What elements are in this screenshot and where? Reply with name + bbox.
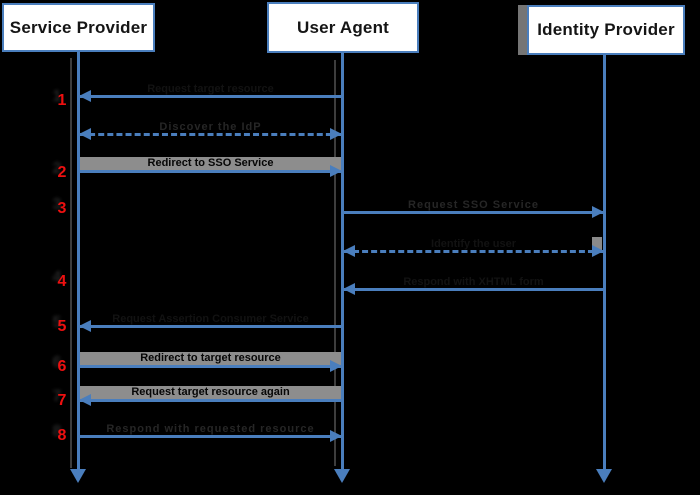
message-arrow-request-target-resource-again: Request target resource again	[79, 386, 341, 406]
message-arrow-redirect-to-target-resource: Redirect to target resource	[80, 352, 342, 372]
arrowhead-right-icon	[330, 128, 342, 140]
message-arrow-request-target-resource: Request target resource	[79, 83, 341, 102]
message-label: Request Assertion Consumer Service	[112, 313, 309, 325]
message-label: Redirect to target resource	[80, 352, 341, 365]
lifeline-end-arrow-icon	[334, 469, 350, 483]
message-arrow-request-sso-service: Request SSO Service	[344, 199, 604, 218]
arrowhead-right-icon	[592, 245, 604, 257]
actor-label-service-provider: Service Provider	[9, 17, 148, 37]
arrowhead-right-icon	[592, 206, 604, 218]
step-number-3: 3	[57, 200, 67, 217]
identity-provider-box-shadow	[518, 5, 528, 55]
step-number-1: 1	[57, 92, 67, 109]
arrowhead-left-icon	[79, 128, 91, 140]
message-label: Discover the IdP	[159, 121, 262, 133]
arrowhead-left-icon	[79, 394, 91, 406]
arrowhead-right-icon	[330, 360, 342, 372]
step-number-5: 5	[57, 318, 67, 335]
message-arrow-redirect-to-sso-service: Redirect to SSO Service	[80, 157, 342, 177]
arrowhead-left-icon	[343, 245, 355, 257]
actor-box-service-provider: Service Provider	[2, 3, 155, 52]
message-arrow-request-assertion-consumer-service: Request Assertion Consumer Service	[79, 313, 341, 332]
step-number-6: 6	[57, 358, 67, 375]
actor-box-identity-provider: Identity Provider	[527, 5, 685, 55]
lifeline-shadow-user-agent	[334, 60, 336, 466]
message-label: Identify the user	[431, 238, 516, 250]
arrowhead-right-icon	[330, 430, 342, 442]
actor-box-user-agent: User Agent	[267, 2, 419, 53]
message-arrow-discover-the-idp: Discover the IdP	[79, 121, 342, 140]
message-label: Request target resource again	[80, 386, 341, 399]
lifeline-end-arrow-icon	[70, 469, 86, 483]
message-label: Respond with requested resource	[106, 423, 315, 435]
lifeline-identity-provider	[603, 55, 606, 471]
lifeline-service-provider	[77, 52, 80, 471]
arrowhead-right-icon	[330, 165, 342, 177]
arrowhead-left-icon	[79, 90, 91, 102]
actor-label-identity-provider: Identity Provider	[537, 20, 675, 39]
message-label: Request SSO Service	[408, 199, 539, 211]
lifeline-shadow-service-provider	[70, 58, 72, 468]
message-arrow-respond-with-xhtml-form: Respond with XHTML form	[343, 276, 603, 295]
step-number-7: 7	[57, 392, 67, 409]
actor-label-user-agent: User Agent	[296, 17, 390, 37]
message-label: Respond with XHTML form	[403, 276, 544, 288]
message-arrow-identify-the-user: Identify the user	[343, 238, 604, 257]
lifeline-end-arrow-icon	[596, 469, 612, 483]
arrowhead-left-icon	[343, 283, 355, 295]
step-number-4: 4	[57, 273, 67, 290]
step-number-8: 8	[57, 427, 67, 444]
step-number-2: 2	[57, 164, 67, 181]
arrowhead-left-icon	[79, 320, 91, 332]
lifeline-user-agent	[341, 53, 344, 471]
message-label: Request target resource	[147, 83, 274, 95]
gray-square-artifact	[592, 237, 602, 250]
message-label: Redirect to SSO Service	[80, 157, 341, 170]
message-arrow-respond-with-requested-resource: Respond with requested resource	[80, 423, 342, 442]
